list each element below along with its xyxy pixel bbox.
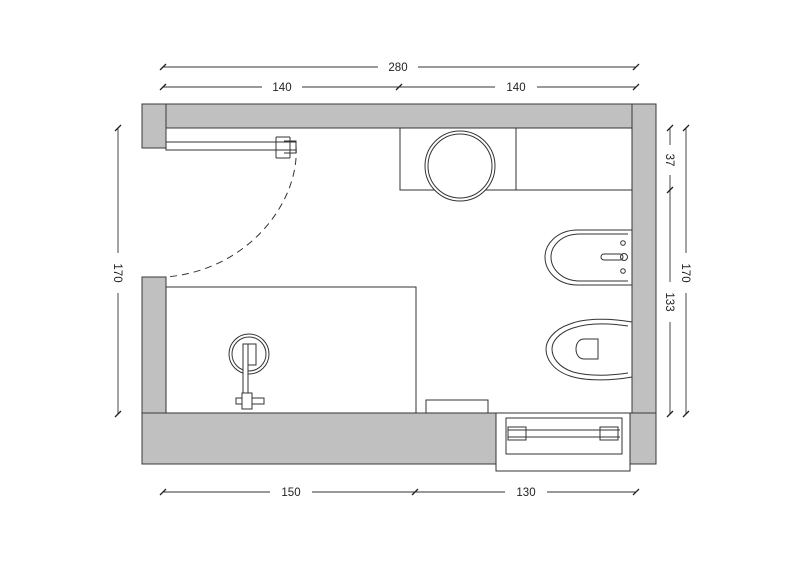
bidet-tap-right [620,268,626,274]
wall-right [631,103,657,465]
toilet-outline [545,318,633,381]
dimension-right-inner: 37 133 [663,124,675,418]
shower-arm [247,343,257,366]
dim-left-label: 170 [111,263,123,282]
bidet-bowl [550,233,628,282]
opening-panel [505,417,623,455]
toilet-bowl [551,323,629,376]
dim-bottom-left-label: 150 [281,487,300,499]
bathtub-outline [165,286,417,414]
toilet-seat-opening [575,338,599,360]
wall-top [141,103,657,129]
sliding-handle-right [599,426,619,441]
toilet [545,318,633,381]
wall-left-upper [141,103,167,149]
dim-bottom-right-label: 130 [516,487,535,499]
bidet-tap-left [620,240,626,246]
door-handle-icon [275,136,297,159]
dimension-right-outer: 170 [679,124,691,418]
bath-step [425,399,489,414]
bidet [544,229,633,286]
shower-head-inner [231,336,267,372]
dim-right-inner-bottom-label: 133 [663,292,675,311]
bathtub [165,286,489,414]
vanity [399,127,633,202]
dim-right-outer-label: 170 [679,263,691,282]
dimension-left: 170 [111,124,123,418]
dimension-top-split: 140 140 [159,82,640,94]
dim-top-right-label: 140 [506,82,525,94]
sliding-handle-left [507,426,527,441]
walls [141,103,657,465]
bidet-spout [600,253,624,261]
door-swing-arc [165,145,297,278]
shower-valve-knob [241,392,253,410]
door [165,136,297,278]
dimension-bottom: 150 130 [159,487,640,499]
sink-basin-outer [424,130,496,202]
dim-top-left-label: 140 [272,82,291,94]
dim-top-total-label: 280 [388,62,407,74]
shower-head-outer [228,333,270,375]
wall-bottom-left [141,412,507,465]
sink-basin-inner [427,133,493,199]
bottom-opening [495,412,631,472]
bidet-outline [544,229,633,286]
dimension-top-total: 280 [159,62,640,74]
dim-right-inner-top-label: 37 [663,154,675,167]
bidet-faucet [620,253,628,261]
